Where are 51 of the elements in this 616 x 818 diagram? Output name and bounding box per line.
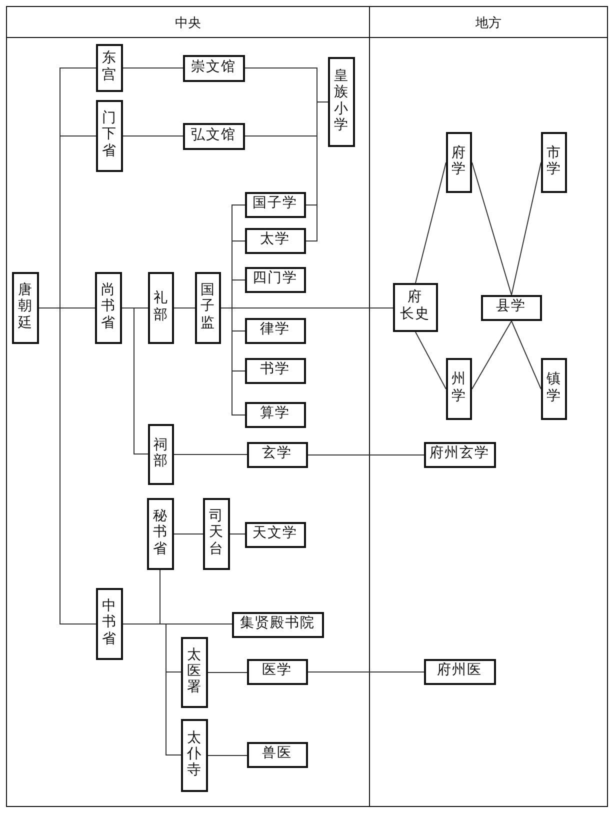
institution-box: 集贤殿书院 [232, 612, 324, 638]
connector-line [511, 320, 542, 390]
connector-line [415, 162, 446, 284]
institution-box: 算学 [244, 402, 306, 428]
connector-line [415, 332, 446, 390]
institution-box: 太医署 [180, 636, 208, 708]
connector-line [122, 624, 182, 756]
institution-box: 府州医 [424, 658, 496, 684]
institution-box: 四门学 [244, 266, 306, 292]
connector-line [174, 454, 248, 455]
connector-line [511, 162, 542, 296]
institution-box: 弘文馆 [182, 122, 244, 150]
institution-box: 县学 [480, 294, 542, 320]
institution-box: 司天台 [202, 498, 230, 570]
connector-line [122, 308, 148, 454]
institution-box: 门下省 [96, 100, 122, 172]
institution-box: 国子监 [194, 272, 220, 344]
connector-line [306, 102, 328, 242]
institution-box: 市学 [540, 132, 566, 192]
institution-box: 府州玄学 [424, 442, 496, 468]
institution-box: 东宫 [96, 44, 122, 92]
institution-box: 皇族小学 [328, 56, 354, 146]
column-heading: 地方 [476, 14, 502, 32]
institution-box: 唐朝廷 [12, 272, 38, 344]
connector-line [208, 755, 248, 756]
institution-box: 礼部 [148, 272, 174, 344]
column-panel [369, 6, 608, 807]
connector-line [208, 672, 248, 673]
institution-box: 医学 [246, 658, 308, 684]
institution-box: 府长史 [392, 282, 438, 332]
institution-box: 国子学 [244, 192, 306, 218]
connector-line [472, 162, 512, 296]
institution-box: 镇学 [540, 358, 566, 420]
institution-box: 中书省 [96, 588, 122, 660]
institution-box: 兽医 [246, 742, 308, 768]
column-heading: 中央 [175, 14, 201, 32]
institution-box: 天文学 [244, 522, 306, 548]
column-panel [6, 6, 370, 807]
institution-box: 祠部 [148, 424, 174, 484]
institution-box: 尚书省 [94, 272, 122, 344]
institution-box: 书学 [244, 358, 306, 384]
institution-box: 太学 [244, 228, 306, 254]
connector-line [308, 454, 424, 456]
institution-box: 太仆寺 [180, 718, 208, 792]
institution-box: 崇文馆 [182, 54, 244, 82]
institution-box: 府学 [446, 132, 472, 192]
institution-box: 州学 [446, 358, 472, 420]
connector-line [472, 320, 512, 390]
institution-box: 玄学 [246, 442, 308, 468]
institution-box: 律学 [244, 318, 306, 344]
institution-box: 秘书省 [146, 498, 174, 570]
